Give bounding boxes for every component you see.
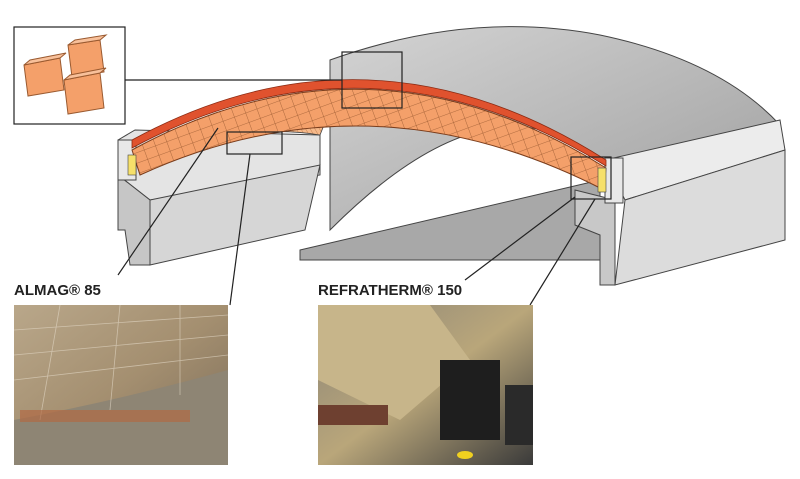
leader-lines — [117, 127, 596, 306]
refratherm-150-label: REFRATHERM® 150 — [318, 282, 463, 299]
brick-detail-inset — [13, 26, 126, 125]
dome-shell — [299, 26, 781, 261]
brick-icon — [23, 34, 108, 115]
refratherm-photo — [318, 305, 533, 465]
detail-markers — [125, 51, 612, 200]
brick-arch — [127, 79, 607, 193]
almag-85-label: ALMAG® 85 — [14, 282, 101, 299]
almag-photo — [13, 304, 229, 465]
